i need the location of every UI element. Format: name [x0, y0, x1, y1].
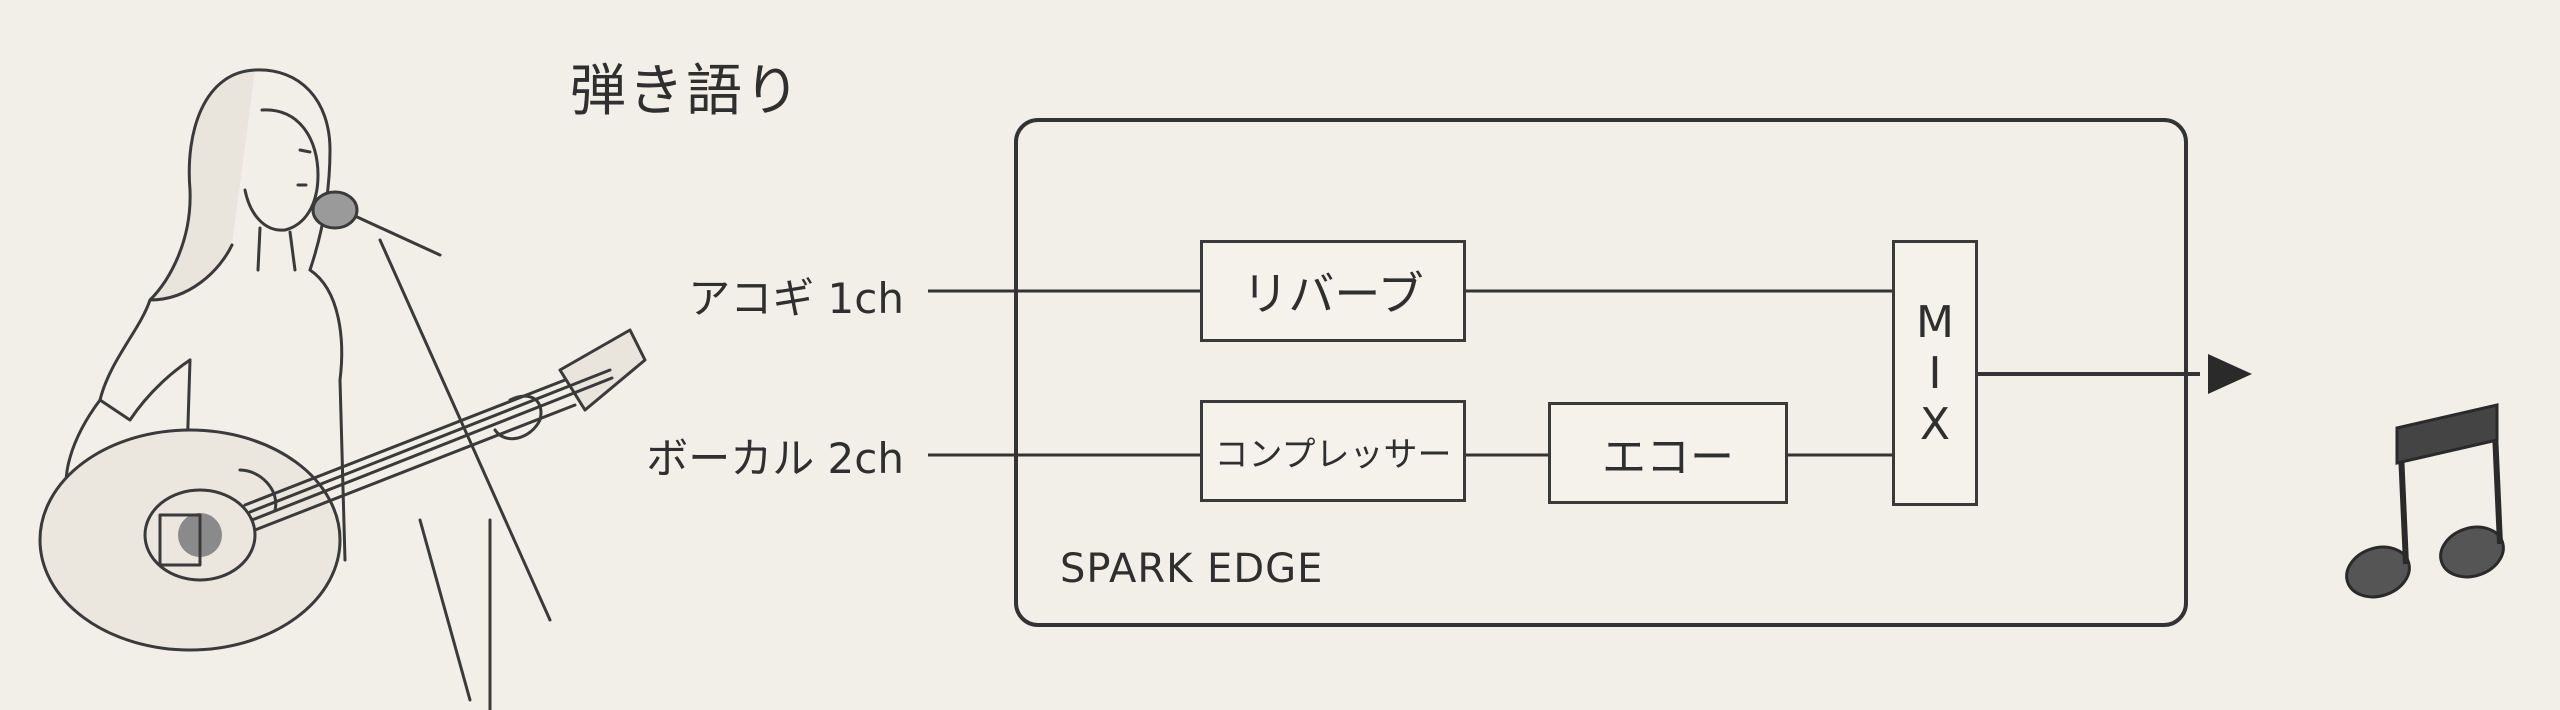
- mix-block: MIX: [1892, 240, 1978, 506]
- signal-lines: [928, 289, 2200, 457]
- compressor-block: コンプレッサー: [1200, 400, 1466, 502]
- guitarist-singer-illustration: [38, 68, 647, 710]
- diagram-title: 弾き語り: [570, 59, 802, 124]
- input-vocal-label: ボーカル 2ch: [646, 434, 904, 483]
- output-arrow-icon: [2208, 354, 2252, 394]
- reverb-block: リバーブ: [1200, 240, 1466, 342]
- input-acoustic-guitar-label: アコギ 1ch: [688, 274, 904, 323]
- device-name-label: SPARK EDGE: [1060, 546, 1324, 592]
- music-note-icon: [2345, 403, 2505, 599]
- echo-block: エコー: [1548, 402, 1788, 504]
